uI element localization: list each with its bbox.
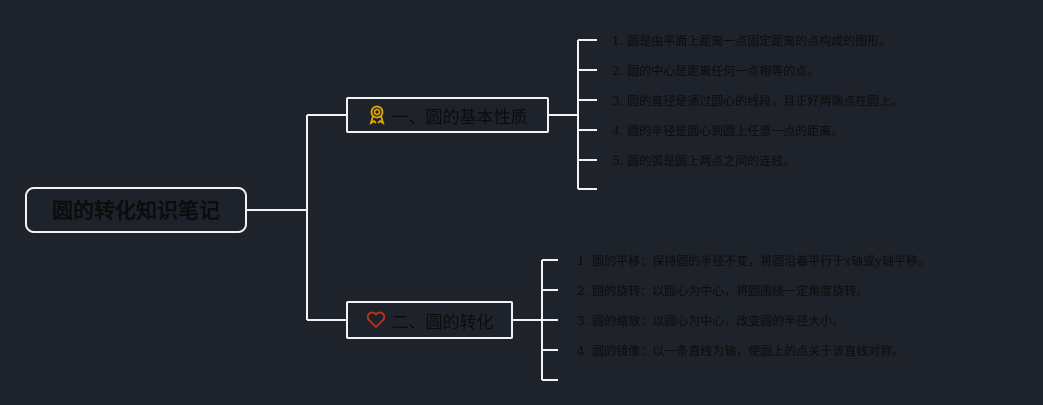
leaf-item[interactable]: 4. 圆的镜像：以一条直线为轴，使圆上的点关于该直线对称。 [577,344,905,358]
leaf-item[interactable]: 3. 圆的缩放：以圆心为中心，改变圆的半径大小。 [577,314,845,328]
branch-node-transformations[interactable]: 二、圆的转化 [346,301,513,339]
leaf-item[interactable]: 3. 圆的直径是通过圆心的线段，且正好两端点在圆上。 [612,94,904,108]
leaf-item[interactable]: 5. 圆的弧是圆上两点之间的连线。 [612,154,796,168]
branch-node-basic-properties[interactable]: 一、圆的基本性质 [346,97,549,133]
award-icon [368,105,386,125]
leaf-item[interactable]: 4. 圆的半径是圆心到圆上任意一点的距离。 [612,124,844,138]
root-label: 圆的转化知识笔记 [52,199,220,223]
leaf-item[interactable]: 2. 圆的中心是距离任何一点相等的点。 [612,64,820,78]
branch-label: 二、圆的转化 [391,312,494,333]
root-node[interactable]: 圆的转化知识笔记 [25,187,247,233]
leaf-item[interactable]: 1. 圆是由平面上距离一点固定距离的点构成的图形。 [612,34,892,48]
heart-icon [366,311,386,329]
leaf-item[interactable]: 2. 圆的旋转：以圆心为中心，将圆围绕一定角度旋转。 [577,284,869,298]
leaf-item[interactable]: 1. 圆的平移：保持圆的半径不变，将圆沿着平行于x轴或y轴平移。 [577,254,930,268]
branch-label: 一、圆的基本性质 [391,107,528,128]
